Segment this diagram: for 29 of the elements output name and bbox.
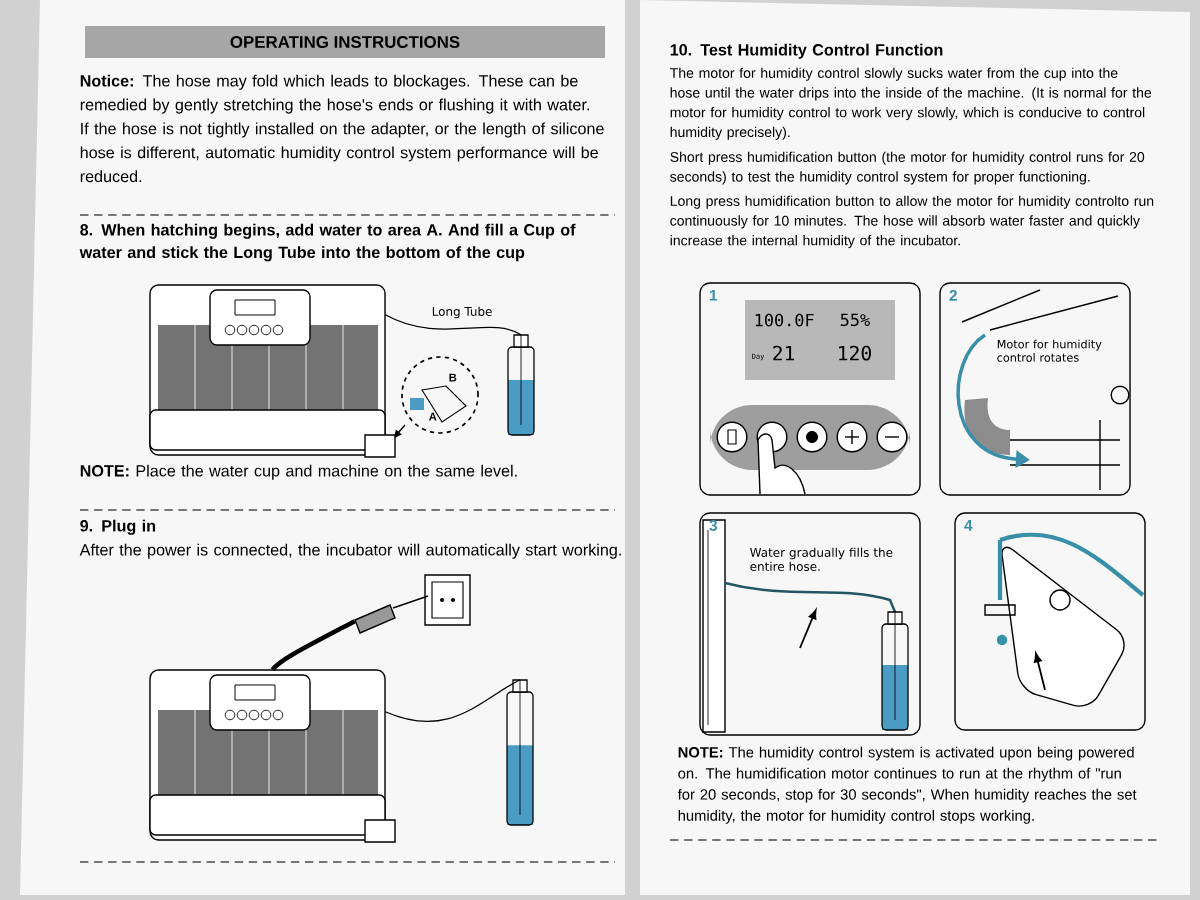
wall-socket-drawing (354, 574, 471, 634)
display-reading: 21 (773, 345, 795, 361)
note-text: NOTE: The humidity control system is activated upon being powered on. The humidification motor continues to run at the rhythm of "run for 20 seconds, stop for 30 seconds", When humidity reaches the set humidity, the motor for humidity control stops working. (677, 746, 1137, 824)
instruction-text: After the power is connected, the incubator will automatically start working. (79, 543, 621, 559)
panel: 3 Water gradually fills the entire hose. (699, 512, 921, 736)
part-label: B (449, 373, 457, 382)
step-heading: 8. When hatching begins, add water to area A. And fill a Cup of water and stick the Long Tube into the bottom of the cup (79, 223, 576, 262)
step-heading: 9. Plug in (80, 519, 156, 535)
water-bottle-drawing (506, 679, 534, 826)
display-reading: 120 (839, 345, 871, 361)
part-label: Long Tube (432, 306, 492, 319)
water-bottle-drawing (507, 334, 535, 436)
panel: 2 Motor for humidity control rotates (939, 282, 1131, 496)
step-heading: 10. Test Humidity Control Function (670, 43, 943, 59)
display-reading: 55% (840, 313, 870, 327)
instruction-paragraph: The motor for humidity control slowly sucks water from the cup into the hose until the water drips into the inside of the machine. (It is normal for the motor for humidity control to work very slowly, which is conducive to control humidity precisely). (670, 67, 1152, 140)
instruction-paragraph: Short press humidification button (the motor for humidity control runs for 20 seconds) to test the humidity control system for proper functioning. (670, 151, 1145, 185)
incubator-drawing (149, 669, 396, 843)
display-reading: 100.0F (755, 313, 814, 327)
note-text: NOTE: Place the water cup and machine on the same level. (80, 464, 517, 480)
instruction-paragraph: Long press humidification button to allow the motor for humidity controlto run continuously for 10 minutes. The hose will absorb water faster and quickly increase the internal humidity of the incubator. (670, 195, 1154, 249)
incubator-drawing (149, 284, 396, 458)
tube (270, 619, 356, 672)
part-label: A (429, 412, 437, 421)
notice-paragraph: Notice: The hose may fold which leads to blockages. These can be remedied by gently stretching the hose's ends or flushing it with water. If the hose is not tightly installed on the adapter, or the length of silicone hose is different, automatic humidity control system performance will be reduced. (80, 74, 604, 183)
tube (384, 314, 522, 336)
tube (384, 679, 521, 723)
panel: 4 (954, 512, 1146, 731)
title-band: OPERATING INSTRUCTIONS (85, 26, 605, 58)
